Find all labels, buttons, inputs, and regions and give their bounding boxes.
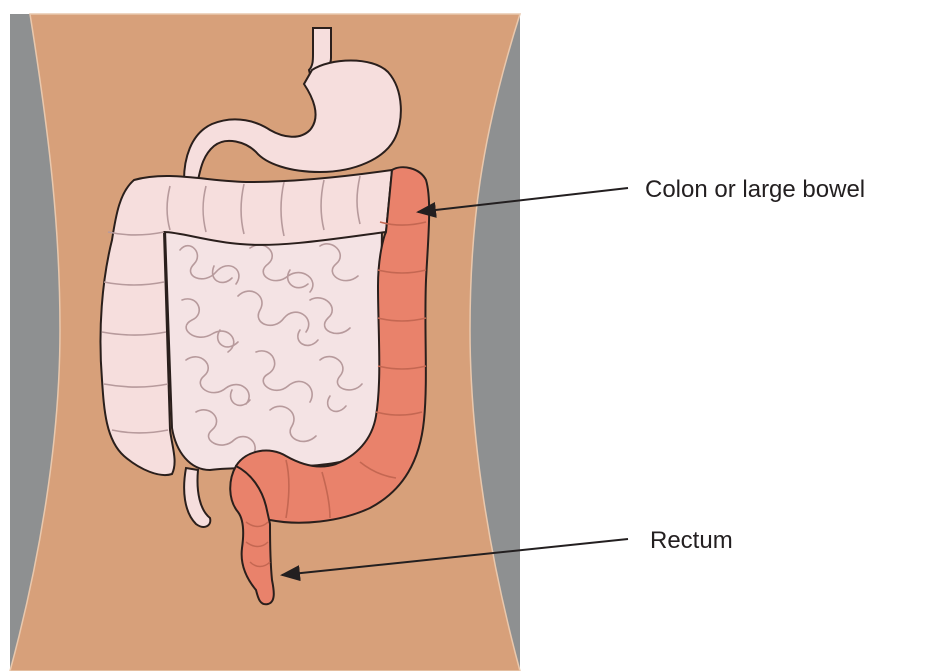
rectum-label: Rectum <box>650 527 733 555</box>
colon-label: Colon or large bowel <box>645 176 865 204</box>
small-intestine-illustration <box>165 223 382 470</box>
